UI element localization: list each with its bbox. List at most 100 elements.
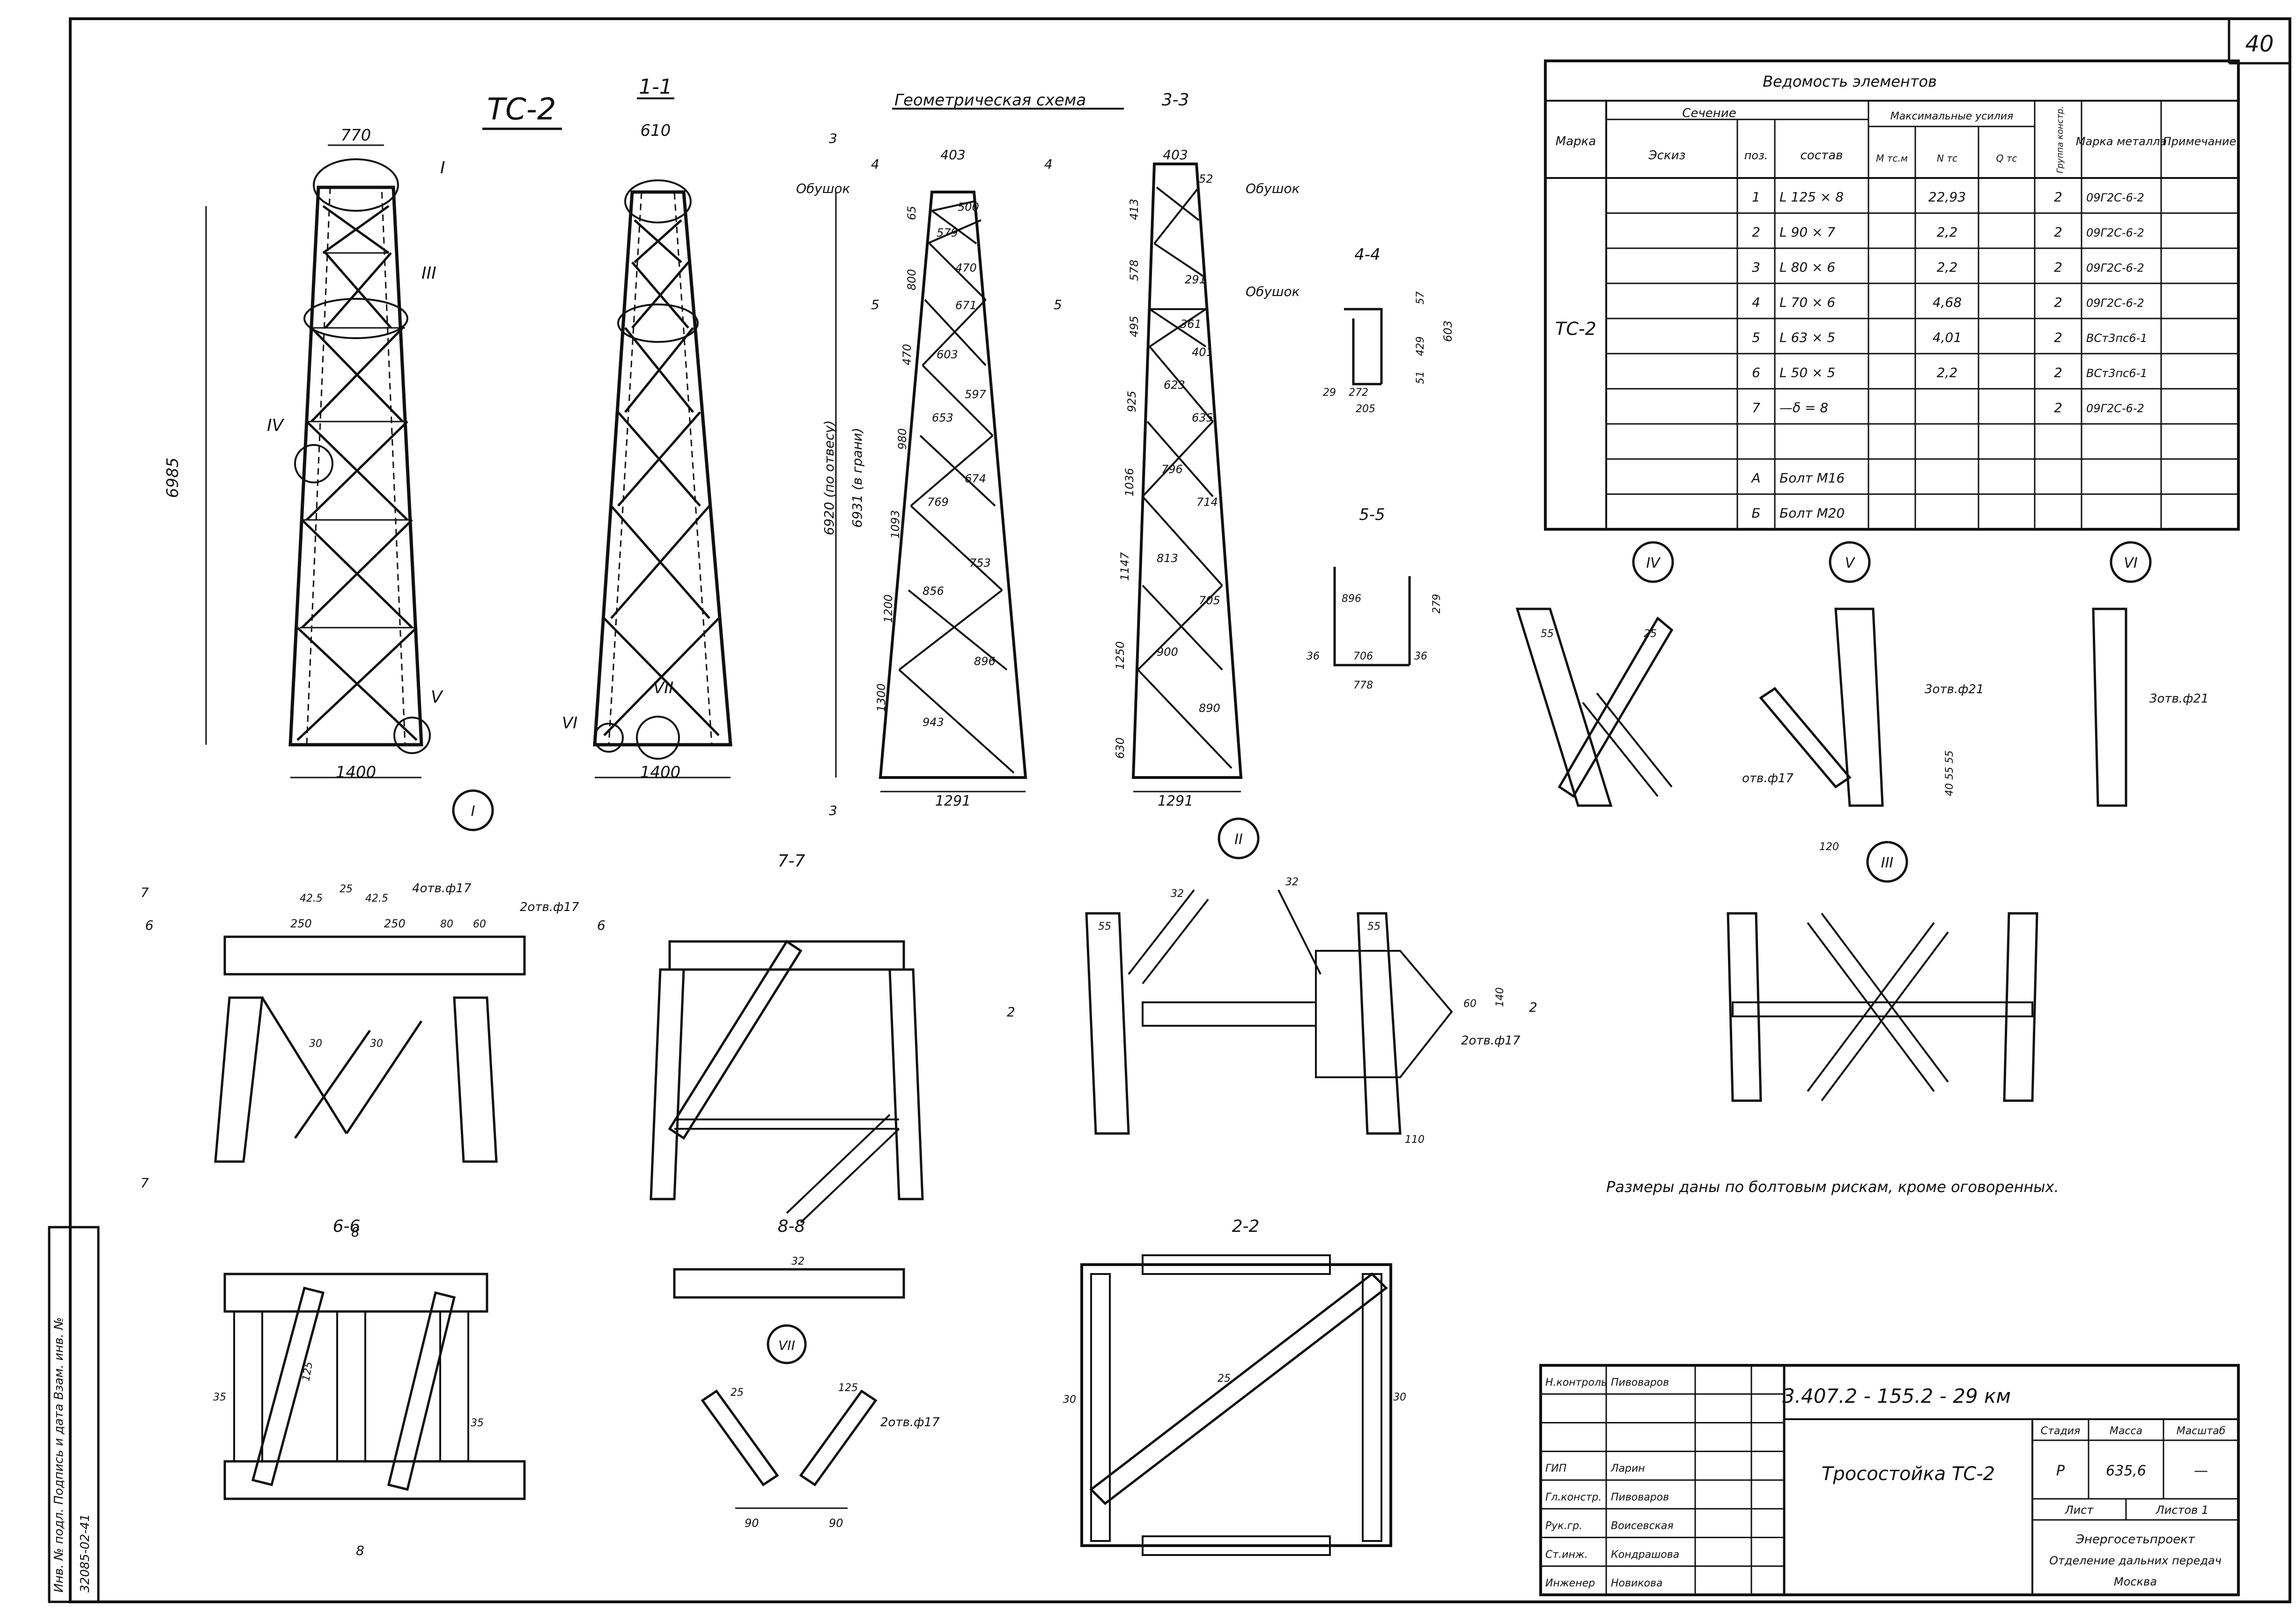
sec33-panel-2: 578 (1128, 259, 1141, 281)
dim-bottom-width: 1400 (336, 763, 377, 782)
tb-code: 3.407.2 - 155.2 - 29 км (1782, 1385, 2011, 1407)
tb-role-name: Новикова (1611, 1578, 1662, 1589)
spec-h-sketch: Эскиз (1648, 148, 1686, 163)
node-I-dim-4: 60 (473, 918, 486, 930)
spec-table: Ведомость элементов Марка Сечение Эскиз … (1544, 59, 2240, 531)
spec-h-comp: состав (1801, 148, 1843, 163)
geom-diag-11: 856 (923, 585, 944, 598)
geom-panel-5: 1093 (889, 510, 902, 539)
spec-cell-steel: 09Г2С-6-2 (2086, 402, 2144, 415)
side-stamp-label: Инв. № подл. Подпись и дата Взам. инв. № (52, 1317, 66, 1592)
spec-cell-steel: 09Г2С-6-2 (2086, 296, 2144, 310)
sec33-diag-1: 291 (1185, 273, 1206, 286)
sec66-dim-1: 35 (213, 1392, 226, 1403)
node-I-dim-1: 250 (290, 917, 312, 930)
view-title-geometric: Геометрическая схема (894, 91, 1086, 110)
geom-obushok-label: Обушок (796, 181, 850, 196)
nodeVII-dim-3: 125 (838, 1382, 858, 1394)
geom-panel-7: 1300 (875, 683, 888, 712)
node-I-holes-4x17: 4отв.ф17 (412, 881, 472, 896)
node-V-label: V (1845, 555, 1856, 571)
node-label-VII: VII (653, 679, 673, 697)
tb-role-name: Пивоваров (1611, 1377, 1669, 1388)
spec-h-note: Примечание (2163, 135, 2237, 148)
node-VII-label: VII (778, 1338, 795, 1353)
sec33-diag-3: 401 (1192, 346, 1213, 359)
spec-h-mark: Марка (1556, 134, 1596, 148)
node-VII: VII 90 90 25 125 2отв.ф17 (701, 1324, 940, 1530)
dim-top-width-1-1: 610 (641, 121, 671, 140)
tb-role: Инженер (1545, 1578, 1595, 1589)
tower-side-view-1-1: 1-1 610 1400 VI VII (562, 75, 732, 782)
node-label-V: V (431, 688, 443, 707)
svg-text:5: 5 (1054, 297, 1062, 312)
spec-h-m: M тс.м (1876, 153, 1908, 164)
sec33-panel-7: 1250 (1114, 641, 1127, 670)
spec-cell-comp: L 125 × 8 (1779, 189, 1844, 205)
node-I: I 250 250 42.5 42.5 80 60 25 4отв.ф17 2о… (214, 789, 579, 1163)
spec-cell-n: 22,93 (1928, 189, 1966, 205)
node-I-dim-6b: 30 (370, 1038, 383, 1050)
geom-panel-4: 980 (896, 428, 909, 450)
node-V-holes-21: 3отв.ф21 (1925, 682, 1984, 696)
tower-front-view: ТС-2 770 6985 1400 I III IV V (163, 92, 562, 782)
spec-title: Ведомость элементов (1763, 73, 1937, 90)
spec-cell-comp: Болт М16 (1779, 470, 1845, 486)
node-I-dim-3: 80 (440, 918, 453, 930)
section-4-4: 4-4 603 429 57 51 29 272 205 (1323, 245, 1454, 415)
tb-mass: 635,6 (2106, 1463, 2146, 1479)
dim-top-width: 770 (341, 126, 371, 145)
section-8-8: 8-8 32 (673, 1217, 905, 1299)
sec55-dim-e: 36 (1307, 651, 1320, 662)
node-II-dim-2: 55 (1098, 921, 1111, 933)
geom-diag-1: 500 (958, 200, 979, 214)
tb-role: Ст.инж. (1545, 1549, 1588, 1561)
geom-diag-4: 671 (955, 299, 977, 312)
sec33-panel-5: 1036 (1123, 468, 1136, 496)
sec33-obushok-mid: Обушок (1246, 284, 1300, 299)
sec55-dim-c: 706 (1353, 651, 1373, 662)
sec55-dim-d: 778 (1353, 680, 1373, 691)
node-label-III: III (421, 264, 436, 283)
svg-text:6: 6 (597, 918, 605, 933)
spec-cell-group: 2 (2054, 259, 2062, 275)
spec-cell-pos: 2 (1752, 224, 1760, 240)
tb-org-1: Энергосетьпроект (2075, 1533, 2195, 1547)
sec44-dim-e: 29 (1323, 387, 1336, 399)
node-II-holes-2x17: 2отв.ф17 (1461, 1034, 1521, 1048)
tb-role: Н.контроль (1545, 1377, 1607, 1388)
spec-cell-pos: 6 (1752, 365, 1760, 380)
sec33-diag-5: 635 (1192, 411, 1213, 424)
tb-role-name: Воисевская (1611, 1520, 1674, 1532)
nodeVII-dim-1b: 90 (829, 1517, 843, 1530)
geom-diag-8: 674 (965, 472, 986, 485)
geom-panel-1: 65 (905, 206, 918, 220)
node-label-IV: IV (267, 416, 285, 435)
geom-diag-2: 579 (937, 226, 958, 239)
node-II-dim-3: 60 (1463, 998, 1477, 1010)
tb-stage-h: Стадия (2041, 1425, 2080, 1437)
node-VI-holes-21: 3отв.ф21 (2149, 692, 2209, 706)
sec33-panel-top: 52 (1199, 172, 1213, 185)
geom-top-width: 403 (940, 147, 965, 163)
node-VI: VI 3отв.ф21 (2092, 541, 2209, 807)
spec-cell-group: 2 (2054, 365, 2062, 380)
node-II-dim-1: 32 (1171, 888, 1184, 900)
node-II-dim-4: 140 (1494, 987, 1506, 1007)
spec-cell-pos: Б (1751, 505, 1760, 521)
svg-text:4: 4 (871, 156, 879, 172)
sec33-diag-11: 890 (1199, 702, 1220, 715)
geom-diag-9: 769 (927, 496, 949, 509)
node-VII-holes-2x17: 2отв.ф17 (880, 1415, 940, 1429)
sec33-panel-6: 1147 (1118, 552, 1131, 581)
spec-cell-group: 2 (2054, 330, 2062, 345)
sec33-diag-9: 705 (1199, 594, 1220, 607)
spec-cell-n: 2,2 (1937, 259, 1958, 275)
section-6-6: 6-6 35 35 125 (213, 1217, 526, 1500)
sec55-dim-a: 896 (1342, 593, 1361, 605)
svg-text:7: 7 (140, 1175, 149, 1191)
nodeVII-dim-2: 25 (731, 1387, 744, 1399)
